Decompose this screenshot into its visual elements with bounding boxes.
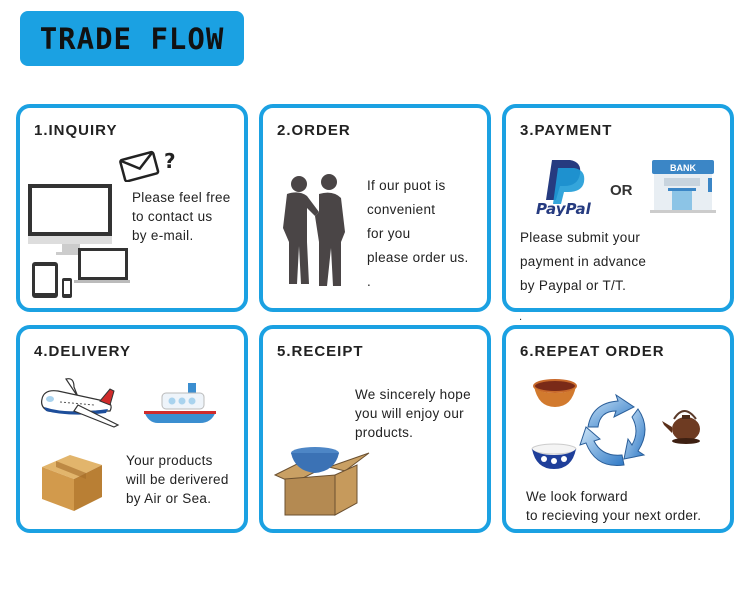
page-title: TRADE FLOW <box>39 21 225 56</box>
step-heading: 4.DELIVERY <box>34 343 131 360</box>
bowl-blue-dotted-icon <box>531 443 577 469</box>
repeat-cycle-arrows-icon <box>579 393 646 467</box>
step-description: If our puot is convenient for you please… <box>367 174 469 294</box>
step-heading: 1.INQUIRY <box>34 122 118 139</box>
description-line: to recieving your next order. <box>526 508 702 523</box>
description-line: by Air or Sea. <box>126 491 212 506</box>
envelope-question-icon: ? <box>119 149 176 182</box>
step-card-receipt: 5.RECEIPT We sincerely hope you will enj… <box>259 325 491 533</box>
trailing-dot: . <box>519 312 523 323</box>
description-line: Please feel free <box>132 190 231 205</box>
paypal-logo-icon: PayPal <box>536 160 592 216</box>
trade-flow-banner: TRADE FLOW <box>20 11 244 66</box>
bowl-brown-icon <box>533 379 577 407</box>
step-description: Please submit your payment in advance by… <box>520 226 646 298</box>
description-line: to contact us <box>132 209 213 224</box>
paypal-label: PayPal <box>536 200 592 216</box>
description-line: by Paypal or T/T. <box>520 278 627 293</box>
box-with-bowl-icon <box>273 447 370 516</box>
description-line: payment in advance <box>520 254 647 269</box>
airplane-icon <box>41 378 120 428</box>
devices-icon <box>28 184 130 298</box>
step-description: Please feel free to contact us by e-mail… <box>132 188 231 245</box>
cardboard-box-icon <box>42 455 102 511</box>
description-line: . <box>367 274 372 289</box>
description-line: We sincerely hope <box>355 387 471 402</box>
step-description: We sincerely hope you will enjoy our pro… <box>355 385 471 442</box>
description-line: products. <box>355 425 414 440</box>
step-card-order: 2.ORDER If our puot is convenient for yo… <box>259 104 491 312</box>
description-line: convenient <box>367 202 436 217</box>
step-card-inquiry: 1.INQUIRY ? Please feel free to contact … <box>16 104 248 312</box>
step-heading: 3.PAYMENT <box>520 122 613 139</box>
teapot-icon <box>662 410 700 444</box>
step-heading: 2.ORDER <box>277 122 351 139</box>
step-card-delivery: 4.DELIVERY Your products will be deriver… <box>16 325 248 533</box>
description-line: by e-mail. <box>132 228 194 243</box>
or-label: OR <box>610 182 633 199</box>
step-card-payment: 3.PAYMENT PayPal OR BANK Please submit y… <box>502 104 734 312</box>
svg-text:?: ? <box>164 149 176 173</box>
handshake-silhouette-icon <box>283 174 345 286</box>
step-heading: 5.RECEIPT <box>277 343 364 360</box>
step-heading: 6.REPEAT ORDER <box>520 343 665 360</box>
step-description: Your products will be derivered by Air o… <box>126 451 229 508</box>
description-line: please order us. <box>367 250 469 265</box>
description-line: We look forward <box>526 489 628 504</box>
step-description: We look forward to recieving your next o… <box>526 487 701 525</box>
bank-label: BANK <box>670 163 696 173</box>
step-card-repeat-order: 6.REPEAT ORDER We look forward to reciev… <box>502 325 734 533</box>
description-line: Your products <box>126 453 213 468</box>
description-line: Please submit your <box>520 230 641 245</box>
description-line: If our puot is <box>367 178 446 193</box>
description-line: will be derivered <box>126 472 229 487</box>
description-line: for you <box>367 226 411 241</box>
description-line: you will enjoy our <box>355 406 464 421</box>
ship-icon <box>144 383 216 423</box>
bank-building-icon: BANK <box>650 160 716 213</box>
